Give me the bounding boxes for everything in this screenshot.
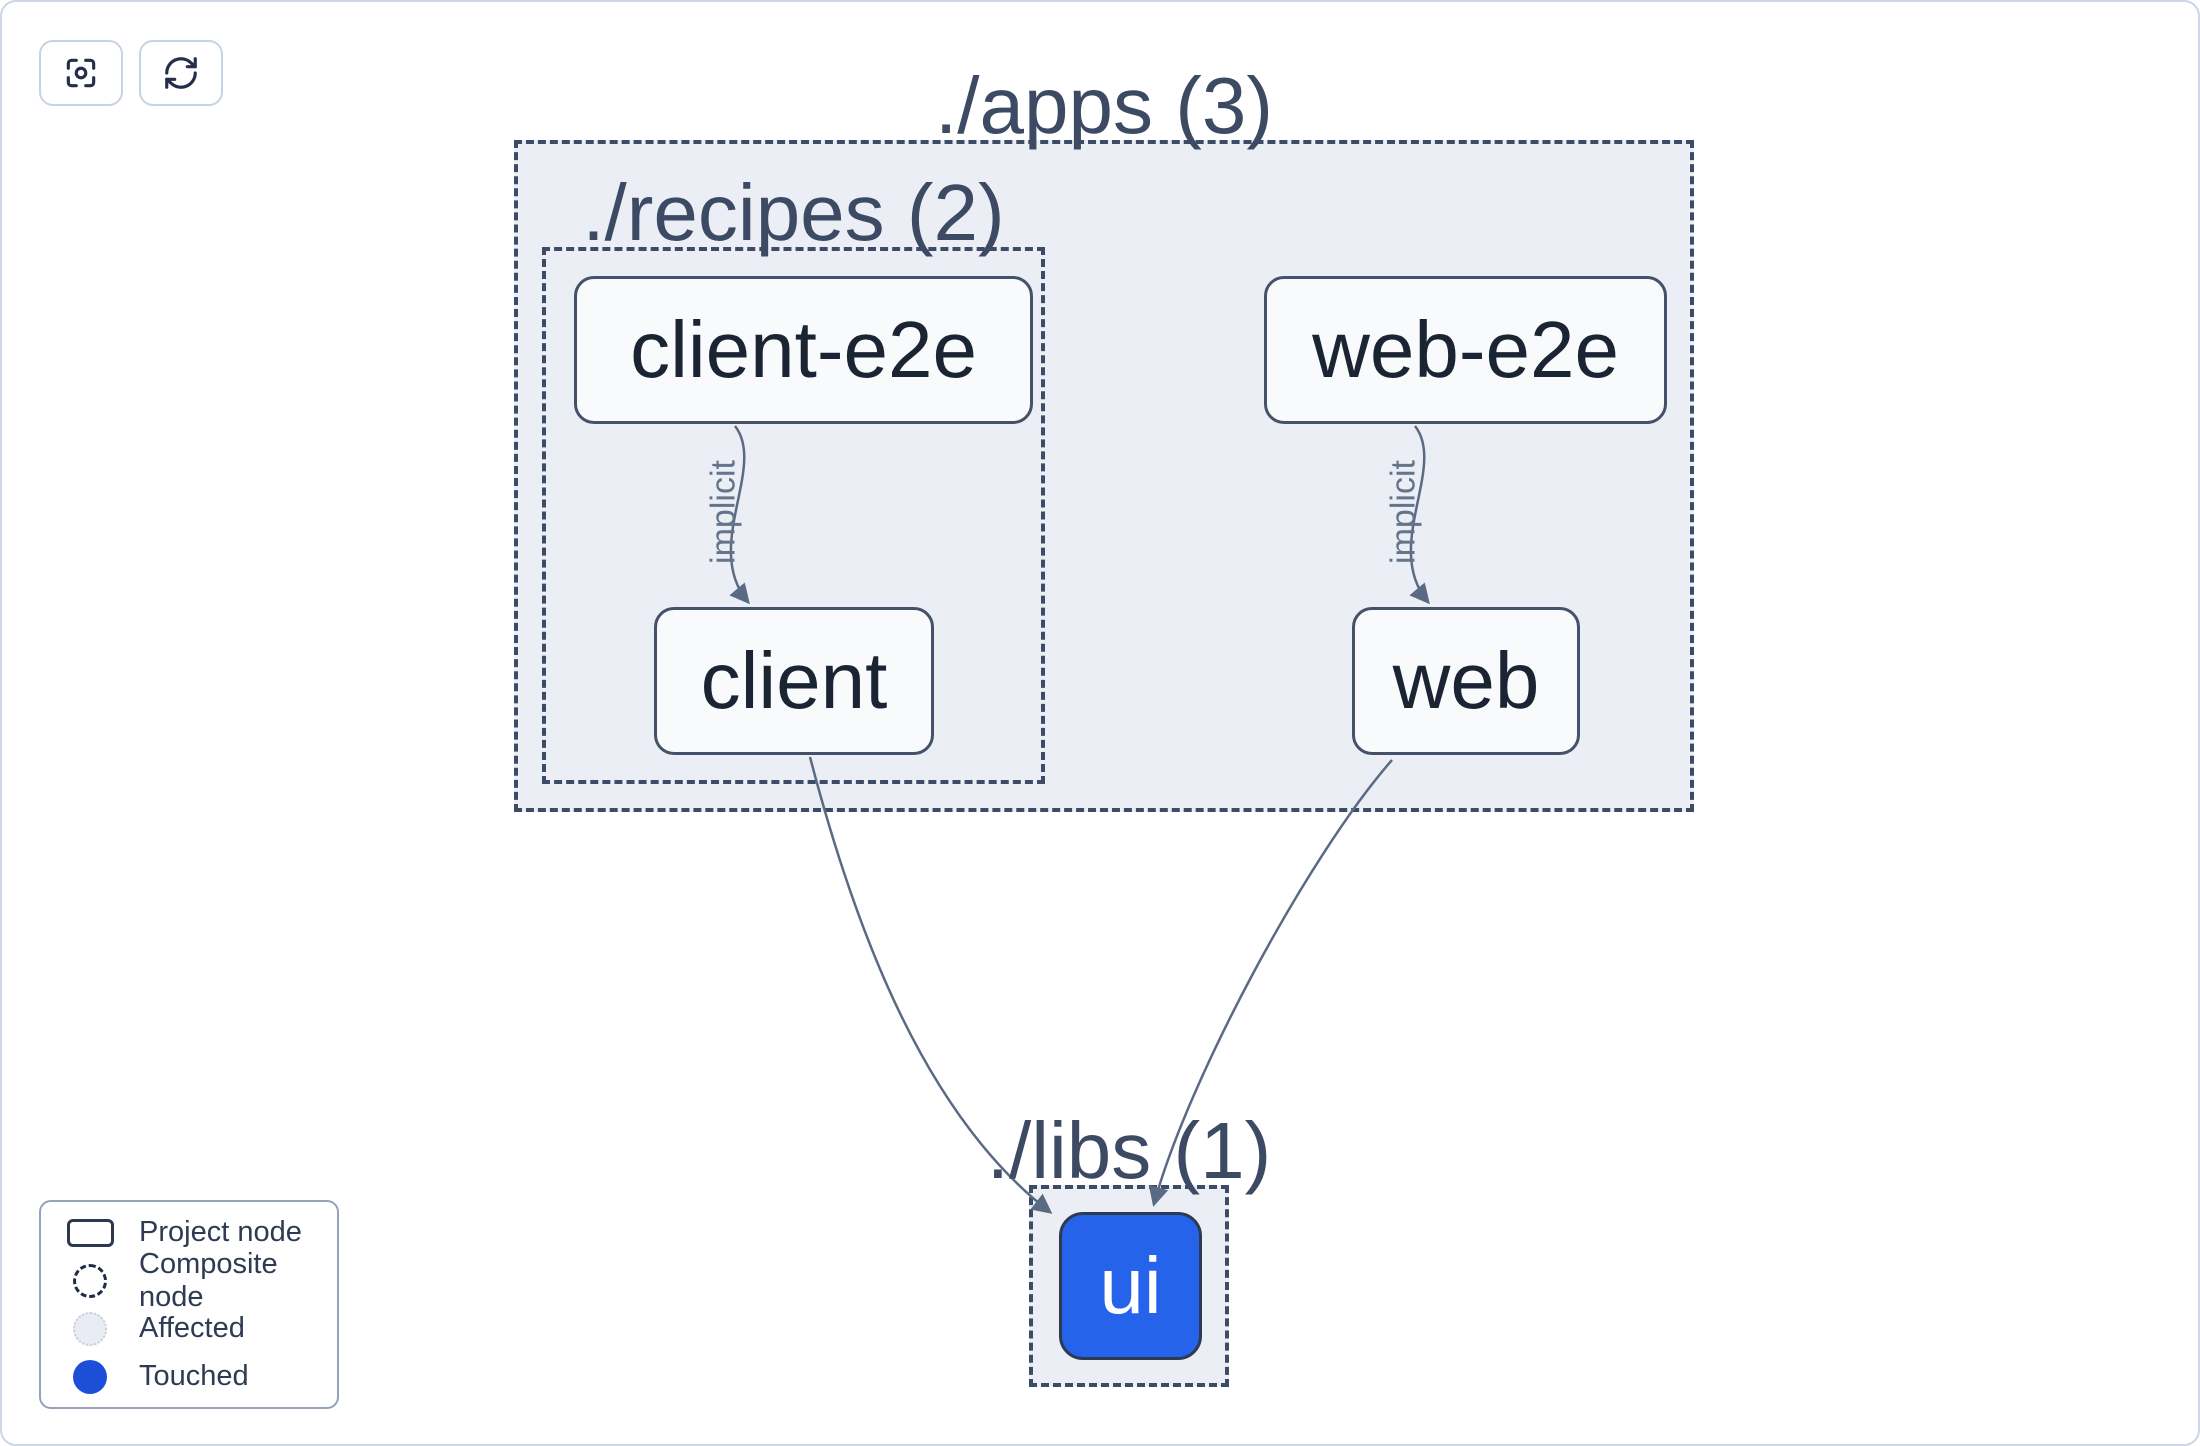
legend-label: Project node [139,1216,302,1248]
legend-panel: Project node Composite node Affected Tou… [39,1200,339,1409]
composite-node-swatch [73,1263,107,1298]
focus-icon [62,54,100,92]
project-node-swatch [66,1218,114,1247]
legend-item-composite-node: Composite node [41,1248,337,1313]
toolbar [39,40,223,106]
legend-item-touched: Touched [41,1353,337,1401]
legend-label: Composite node [139,1247,278,1313]
edge-label-implicit-web: implicit [1384,460,1423,564]
legend-item-project-node: Project node [41,1209,337,1257]
composite-title-recipes[interactable]: ./recipes (2) [582,168,1005,257]
affected-swatch [73,1311,107,1346]
edge-label-implicit-client: implicit [704,460,743,564]
project-node-ui[interactable]: ui [1059,1212,1202,1360]
edge-client-to-ui [808,756,1053,1214]
refresh-icon [162,54,200,92]
edge-web-to-ui [1148,759,1393,1207]
legend-label: Affected [139,1312,245,1344]
project-node-web-e2e[interactable]: web-e2e [1264,276,1667,424]
legend-item-affected: Affected [41,1305,337,1353]
edge-web-e2e-to-web [1409,425,1430,605]
refresh-button[interactable] [139,40,223,106]
composite-title-apps[interactable]: ./apps (3) [935,61,1273,150]
project-node-client[interactable]: client [654,607,934,755]
project-node-client-e2e[interactable]: client-e2e [574,276,1033,424]
edge-client-e2e-to-client [729,425,750,605]
project-node-web[interactable]: web [1352,607,1580,755]
composite-title-libs[interactable]: ./libs (1) [986,1106,1272,1195]
legend-label: Touched [139,1360,249,1392]
touched-swatch [73,1359,107,1394]
focus-button[interactable] [39,40,123,106]
composite-node-recipes[interactable] [542,247,1045,784]
